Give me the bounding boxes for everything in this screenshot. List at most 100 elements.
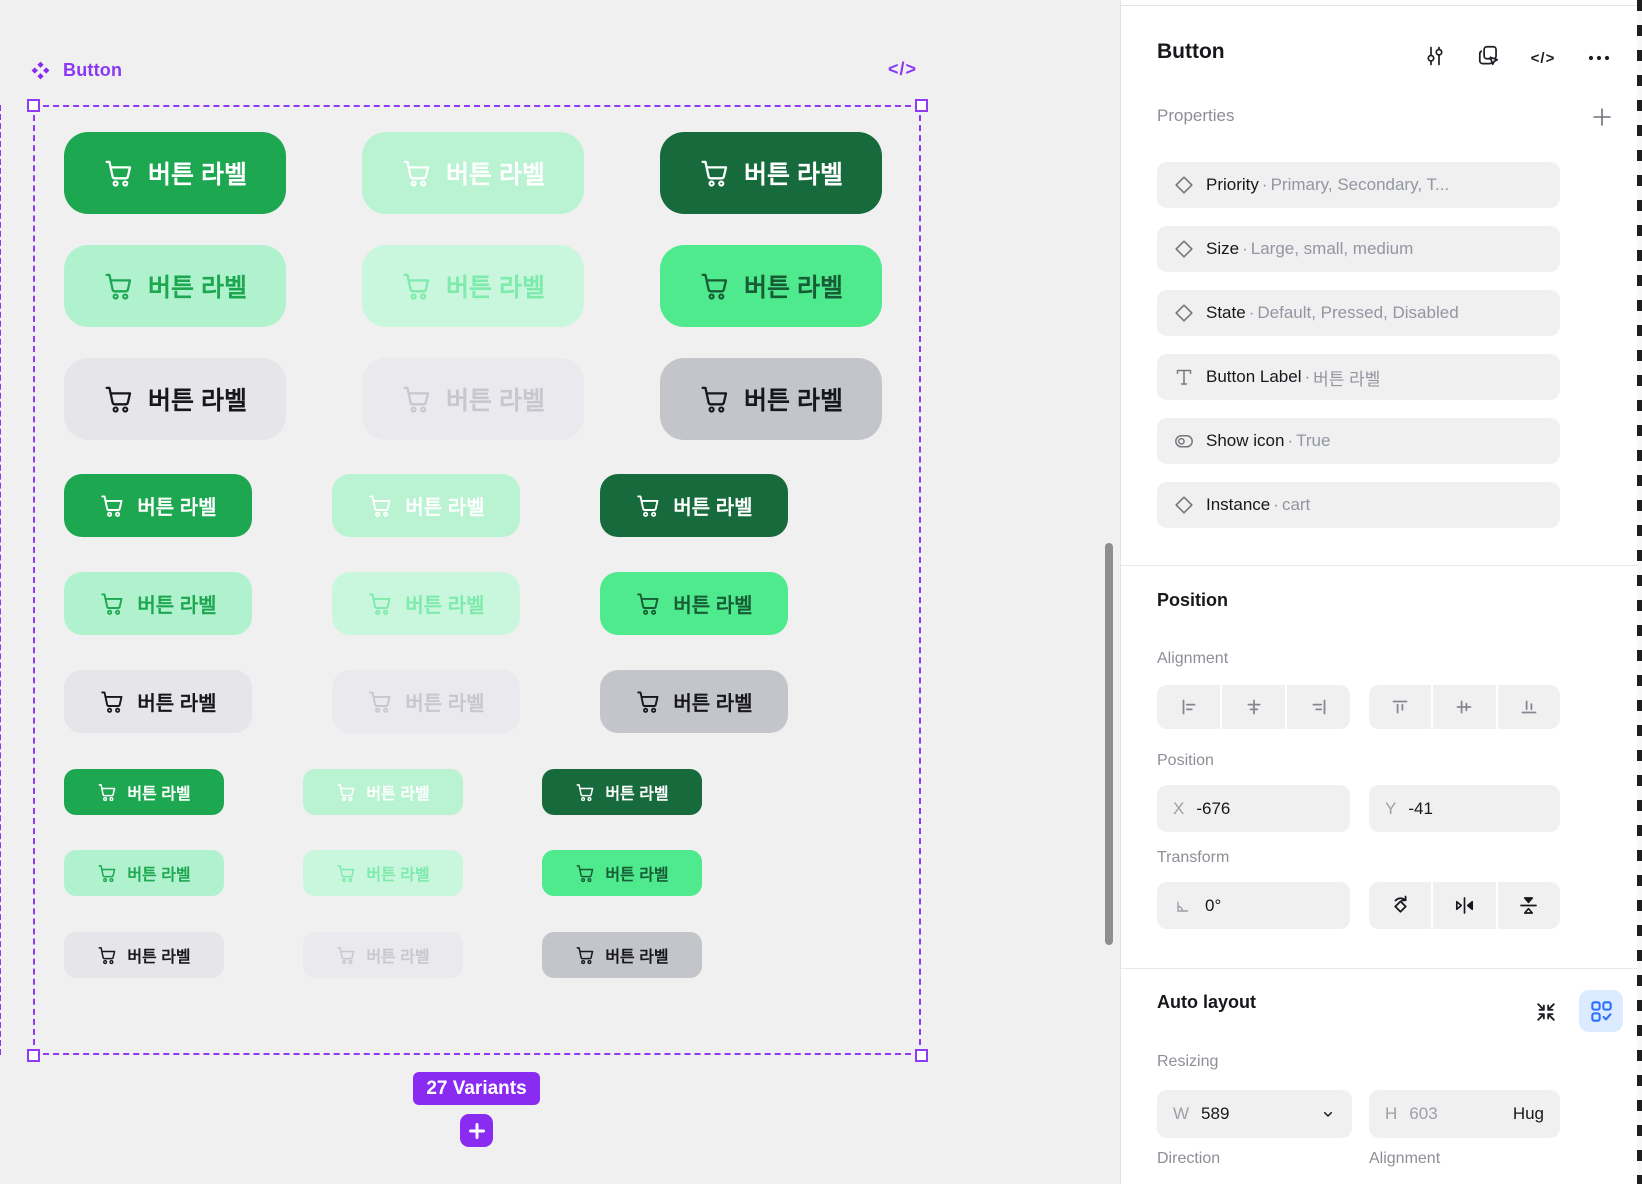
cart-icon — [367, 690, 393, 714]
add-variant-button[interactable] — [460, 1114, 493, 1147]
more-options-icon[interactable] — [1584, 43, 1614, 73]
button-label: 버튼 라벨 — [148, 387, 247, 415]
code-panel-icon[interactable]: </> — [1530, 49, 1556, 67]
x-value: -676 — [1196, 798, 1231, 818]
chevron-down-icon[interactable] — [1320, 1106, 1336, 1122]
rotation-value: 0° — [1205, 895, 1222, 915]
variant-button-tertiary-medium-disabled[interactable]: 버튼 라벨 — [332, 670, 520, 733]
variant-button-primary-small-disabled[interactable]: 버튼 라벨 — [303, 769, 463, 815]
variant-button-tertiary-large-default[interactable]: 버튼 라벨 — [64, 358, 286, 440]
button-label: 버튼 라벨 — [366, 786, 430, 803]
property-row-show-icon[interactable]: Show icon·True — [1157, 418, 1560, 464]
variants-count-badge[interactable]: 27 Variants — [413, 1072, 540, 1105]
variant-button-secondary-small-default[interactable]: 버튼 라벨 — [64, 850, 224, 896]
apply-variant-grid-button[interactable] — [1579, 990, 1623, 1032]
component-code-icon[interactable]: </> — [888, 59, 918, 79]
cart-icon — [99, 690, 125, 714]
align-top-button[interactable] — [1369, 685, 1432, 729]
transform-label: Transform — [1157, 849, 1230, 866]
button-label: 버튼 라벨 — [605, 786, 669, 803]
panel-title: Button — [1157, 40, 1225, 63]
property-row-priority[interactable]: Priority·Primary, Secondary, T... — [1157, 162, 1560, 208]
variant-button-secondary-medium-disabled[interactable]: 버튼 라벨 — [332, 572, 520, 635]
x-position-field[interactable]: X -676 — [1157, 785, 1350, 832]
selection-handle-bottom-right[interactable] — [915, 1049, 928, 1062]
variant-button-tertiary-small-pressed[interactable]: 버튼 라벨 — [542, 932, 702, 978]
button-label: 버튼 라벨 — [744, 274, 843, 302]
variant-button-secondary-medium-pressed[interactable]: 버튼 라벨 — [600, 572, 788, 635]
variant-button-tertiary-large-pressed[interactable]: 버튼 라벨 — [660, 358, 882, 440]
diamond-icon — [1172, 237, 1196, 261]
width-field[interactable]: W 589 — [1157, 1090, 1352, 1138]
rotate-icon[interactable] — [1369, 882, 1432, 929]
variant-button-primary-medium-default[interactable]: 버튼 라벨 — [64, 474, 252, 537]
variant-button-primary-large-default[interactable]: 버튼 라벨 — [64, 132, 286, 214]
variant-button-primary-large-disabled[interactable]: 버튼 라벨 — [362, 132, 584, 214]
variant-button-primary-small-pressed[interactable]: 버튼 라벨 — [542, 769, 702, 815]
y-position-field[interactable]: Y -41 — [1369, 785, 1560, 832]
variant-button-tertiary-small-disabled[interactable]: 버튼 라벨 — [303, 932, 463, 978]
cart-icon — [575, 946, 595, 965]
property-row-state[interactable]: State·Default, Pressed, Disabled — [1157, 290, 1560, 336]
x-label: X — [1173, 798, 1185, 818]
selection-frame — [33, 105, 921, 1055]
swap-instance-icon[interactable] — [1474, 41, 1504, 71]
variant-button-secondary-large-default[interactable]: 버튼 라벨 — [64, 245, 286, 327]
align-left-button[interactable] — [1157, 685, 1220, 729]
cart-icon — [97, 864, 117, 883]
add-property-icon[interactable] — [1587, 102, 1617, 132]
cart-icon — [401, 272, 432, 301]
section-divider — [1121, 565, 1642, 566]
variant-button-secondary-medium-default[interactable]: 버튼 라벨 — [64, 572, 252, 635]
cart-icon — [103, 159, 134, 188]
variant-button-secondary-large-disabled[interactable]: 버튼 라벨 — [362, 245, 584, 327]
property-row-size[interactable]: Size·Large, small, medium — [1157, 226, 1560, 272]
selection-handle-bottom-left[interactable] — [27, 1049, 40, 1062]
shrink-auto-layout-icon[interactable] — [1531, 997, 1561, 1027]
variant-button-tertiary-large-disabled[interactable]: 버튼 라벨 — [362, 358, 584, 440]
selection-handle-top-right[interactable] — [915, 99, 928, 112]
flip-horizontal-icon[interactable] — [1433, 882, 1496, 929]
text-icon — [1172, 365, 1196, 389]
rotation-field[interactable]: 0° — [1157, 882, 1350, 929]
variant-button-tertiary-medium-pressed[interactable]: 버튼 라벨 — [600, 670, 788, 733]
cart-icon — [635, 494, 661, 518]
property-name: Instance — [1206, 495, 1271, 514]
button-label: 버튼 라벨 — [446, 274, 545, 302]
cart-icon — [97, 783, 117, 802]
button-label: 버튼 라벨 — [673, 497, 753, 519]
transform-buttons-group — [1369, 882, 1560, 929]
property-row-button-label[interactable]: Button Label·버튼 라벨 — [1157, 354, 1560, 400]
align-bottom-button[interactable] — [1497, 685, 1560, 729]
variant-button-secondary-small-disabled[interactable]: 버튼 라벨 — [303, 850, 463, 896]
variant-button-primary-medium-disabled[interactable]: 버튼 라벨 — [332, 474, 520, 537]
canvas-vertical-scrollbar[interactable] — [1105, 543, 1113, 945]
variant-button-secondary-large-pressed[interactable]: 버튼 라벨 — [660, 245, 882, 327]
variant-button-tertiary-small-default[interactable]: 버튼 라벨 — [64, 932, 224, 978]
flip-vertical-icon[interactable] — [1497, 882, 1560, 929]
variant-button-primary-small-default[interactable]: 버튼 라벨 — [64, 769, 224, 815]
height-value: 603 — [1409, 1104, 1438, 1123]
alignment-horizontal-group — [1157, 685, 1350, 729]
align-middle-vertical-button[interactable] — [1433, 685, 1496, 729]
property-value: cart — [1281, 495, 1311, 514]
variant-button-tertiary-medium-default[interactable]: 버튼 라벨 — [64, 670, 252, 733]
variant-button-primary-large-pressed[interactable]: 버튼 라벨 — [660, 132, 882, 214]
adjust-sliders-icon[interactable] — [1420, 41, 1450, 71]
variant-row-secondary-medium: 버튼 라벨 버튼 라벨 버튼 라벨 — [64, 572, 788, 635]
component-set-header[interactable]: Button — [30, 60, 122, 81]
button-label: 버튼 라벨 — [673, 693, 753, 715]
cart-icon — [401, 159, 432, 188]
height-field[interactable]: H 603 Hug — [1369, 1090, 1560, 1138]
align-right-button[interactable] — [1287, 685, 1350, 729]
variant-button-secondary-small-pressed[interactable]: 버튼 라벨 — [542, 850, 702, 896]
button-label: 버튼 라벨 — [127, 867, 191, 884]
align-center-horizontal-button[interactable] — [1222, 685, 1285, 729]
property-row-instance[interactable]: Instance·cart — [1157, 482, 1560, 528]
selection-handle-top-left[interactable] — [27, 99, 40, 112]
button-label: 버튼 라벨 — [127, 786, 191, 803]
alignment-vertical-group — [1369, 685, 1560, 729]
variant-button-primary-medium-pressed[interactable]: 버튼 라벨 — [600, 474, 788, 537]
window-edge-scrollbar[interactable] — [1637, 0, 1642, 1184]
